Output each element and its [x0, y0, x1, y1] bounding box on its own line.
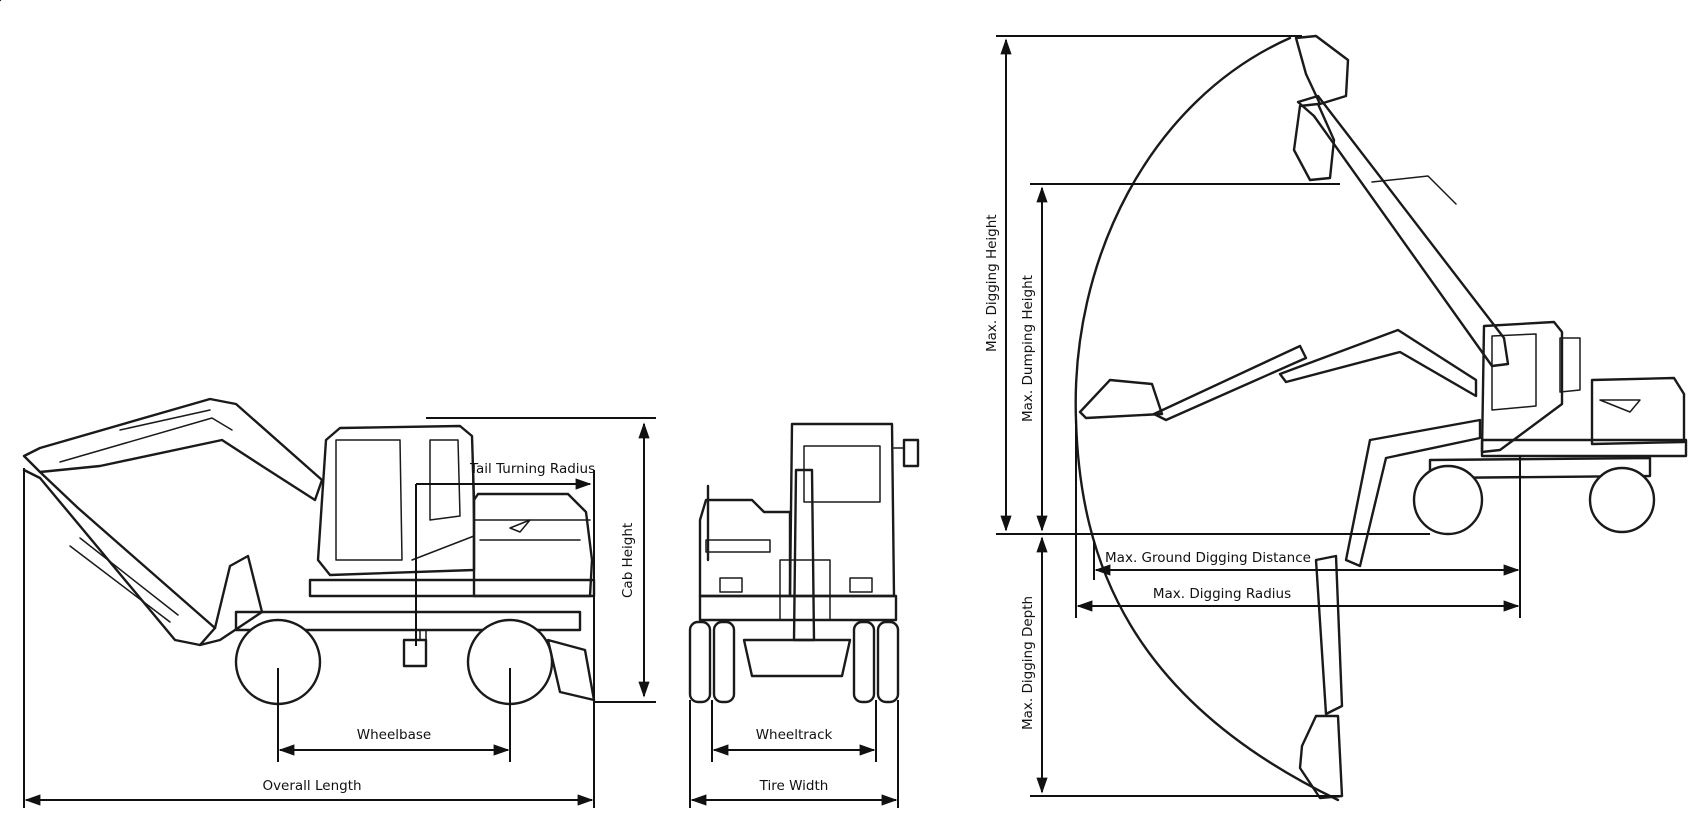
side-view	[0, 0, 596, 706]
front-tire-right-inner	[852, 620, 876, 704]
front-tire-left-outer	[688, 620, 712, 704]
side-bucket	[198, 554, 264, 647]
front-view-dimensions	[689, 700, 899, 808]
wheeltrack-label: Wheeltrack	[756, 727, 833, 743]
bucket-max-height-lower	[1292, 102, 1336, 182]
side-cab-window	[335, 439, 403, 561]
wheelbase-label: Wheelbase	[357, 727, 431, 743]
bucket-horizontal	[1078, 378, 1164, 420]
overall-length-label: Overall Length	[262, 778, 361, 794]
side-cab	[316, 424, 476, 577]
range-engine-housing	[1590, 376, 1686, 446]
arm-max-depth	[1314, 554, 1344, 716]
max-digging-depth-label: Max. Digging Depth	[1020, 596, 1036, 730]
max-ground-digging-distance-label: Max. Ground Digging Distance	[1105, 550, 1311, 566]
side-dozer-blade	[546, 638, 596, 702]
tail-turning-radius-label: Tail Turning Radius	[469, 461, 595, 477]
range-front-wheel	[1412, 464, 1484, 536]
max-digging-radius-label: Max. Digging Radius	[1153, 586, 1291, 602]
front-mirror	[902, 438, 920, 468]
boom-horizontal	[1278, 328, 1478, 398]
range-cab	[1480, 320, 1564, 454]
bucket-max-height-top	[1294, 34, 1350, 106]
cab-height-label: Cab Height	[620, 523, 636, 598]
working-range-view	[1074, 34, 1688, 802]
arm-horizontal	[1152, 344, 1308, 422]
range-rear-wheel	[1588, 466, 1656, 534]
tire-width-label: Tire Width	[759, 778, 829, 794]
front-view	[688, 422, 920, 704]
side-arm	[22, 468, 217, 647]
bucket-max-depth	[1298, 714, 1344, 800]
side-view-dimensions	[23, 417, 656, 808]
front-tire-right-outer	[876, 620, 900, 704]
working-range-dimensions	[996, 35, 1521, 797]
front-tire-left-inner	[712, 620, 736, 704]
digging-envelope-arc	[1074, 36, 1340, 802]
dimension-labels: Tail Turning Radius Cab Height Wheelbase…	[262, 214, 1311, 794]
boom-max-height	[1296, 94, 1510, 368]
front-cab	[788, 422, 896, 598]
side-boom	[22, 397, 324, 502]
front-axle	[742, 638, 852, 678]
max-dumping-height-label: Max. Dumping Height	[1020, 275, 1036, 422]
max-digging-height-label: Max. Digging Height	[984, 214, 1000, 352]
side-chassis	[234, 610, 582, 632]
